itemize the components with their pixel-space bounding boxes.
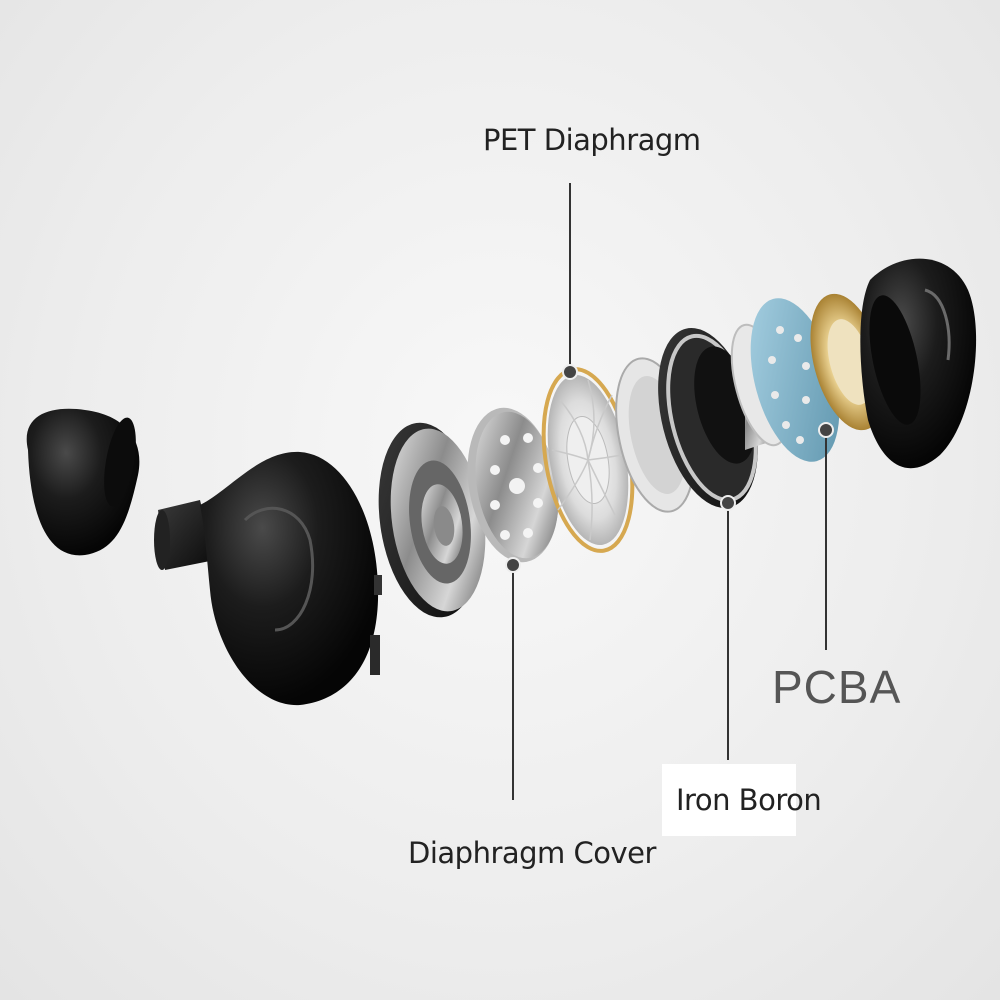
- leader-dots: [505, 364, 834, 573]
- pcba-label: PCBA: [772, 661, 902, 713]
- diaphragm-cover-disc: [467, 407, 559, 563]
- pet-diaphragm-disc: [541, 367, 635, 553]
- ear-tip: [26, 408, 140, 556]
- leader-lines: [512, 183, 827, 800]
- iron-boron-label: Iron Boron: [662, 764, 822, 836]
- front-shell: [154, 451, 382, 706]
- pet-diaphragm-label: PET Diaphragm: [483, 123, 701, 157]
- pet-leader-dot: [562, 364, 578, 380]
- pcba-leader-dot: [818, 422, 834, 438]
- iron-leader-dot: [720, 495, 736, 511]
- cover-leader-dot: [505, 557, 521, 573]
- diaphragm-cover-label: Diaphragm Cover: [408, 836, 656, 870]
- metal-front-cup: [378, 422, 486, 618]
- back-shell: [860, 258, 977, 469]
